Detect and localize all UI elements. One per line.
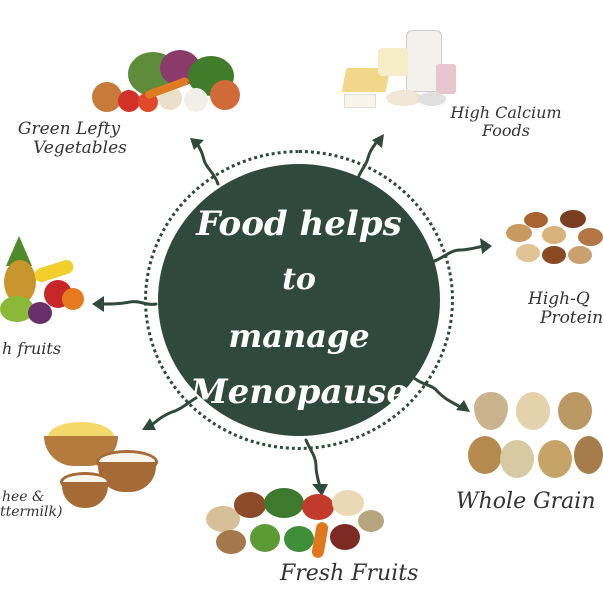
- arrowhead-bottom: [312, 484, 328, 496]
- arrow-bottom: [304, 438, 322, 490]
- arrow-top-left: [194, 140, 220, 186]
- center-dotted-ring: [144, 150, 454, 450]
- center-disc: [158, 164, 440, 436]
- label-fresh-fruits-text: Fresh Fruits: [280, 561, 419, 586]
- center-line-3: manage: [228, 317, 370, 355]
- label-high-calcium: High Calcium Foods: [436, 104, 576, 139]
- dairy-illustration: [340, 28, 470, 112]
- ghee-buttermilk-illustration: [22, 420, 162, 512]
- label-high-protein-line-1: High-Q: [528, 290, 590, 309]
- vegetables-illustration: [88, 50, 258, 120]
- arrow-right-upper: [430, 244, 486, 264]
- label-whole-grains: Whole Grain: [456, 490, 603, 514]
- label-green-leafy-line-2: Vegetables: [33, 137, 127, 158]
- label-fresh-fruits-left: h fruits: [2, 340, 72, 358]
- arrowhead-top-right: [372, 134, 384, 148]
- label-ghee-line-2: ttermilk): [0, 504, 63, 521]
- arrowhead-left: [92, 296, 104, 312]
- center-line-2: to: [282, 262, 316, 297]
- label-ghee-line-1: hee &: [2, 489, 45, 505]
- arrowhead-right-upper: [480, 238, 492, 254]
- label-high-protein: High-Q Protein: [528, 290, 603, 327]
- label-green-leafy: Green Lefty Vegetables: [4, 120, 134, 157]
- nuts-illustration: [502, 204, 603, 270]
- label-green-leafy-line-1: Green Lefty: [17, 119, 121, 139]
- arrow-right-lower: [412, 376, 464, 410]
- label-whole-grains-text: Whole Grain: [456, 490, 596, 514]
- label-high-calcium-line-1: High Calcium: [450, 103, 562, 122]
- arrow-top-right: [356, 138, 380, 180]
- label-fresh-fruits-left-text: h fruits: [2, 339, 62, 358]
- fresh-produce-illustration: [206, 488, 384, 564]
- center-line-1: Food helps: [196, 204, 402, 244]
- label-ghee-buttermilk: hee & ttermilk): [0, 489, 70, 521]
- arrowhead-top-left: [190, 138, 204, 150]
- fruits-illustration: [0, 236, 86, 330]
- arrow-left: [98, 300, 158, 306]
- label-high-calcium-line-2: Foods: [482, 120, 530, 140]
- label-fresh-fruits: Fresh Fruits: [280, 561, 450, 586]
- label-high-protein-line-2: Protein: [540, 307, 603, 328]
- grains-illustration: [468, 386, 603, 486]
- arrowhead-bottom-left: [142, 418, 156, 430]
- center-line-4: Menopause: [190, 372, 408, 412]
- arrow-bottom-left: [148, 396, 198, 428]
- center-title: Food helps to manage Menopause: [160, 196, 438, 420]
- arrowhead-right-lower: [456, 400, 470, 412]
